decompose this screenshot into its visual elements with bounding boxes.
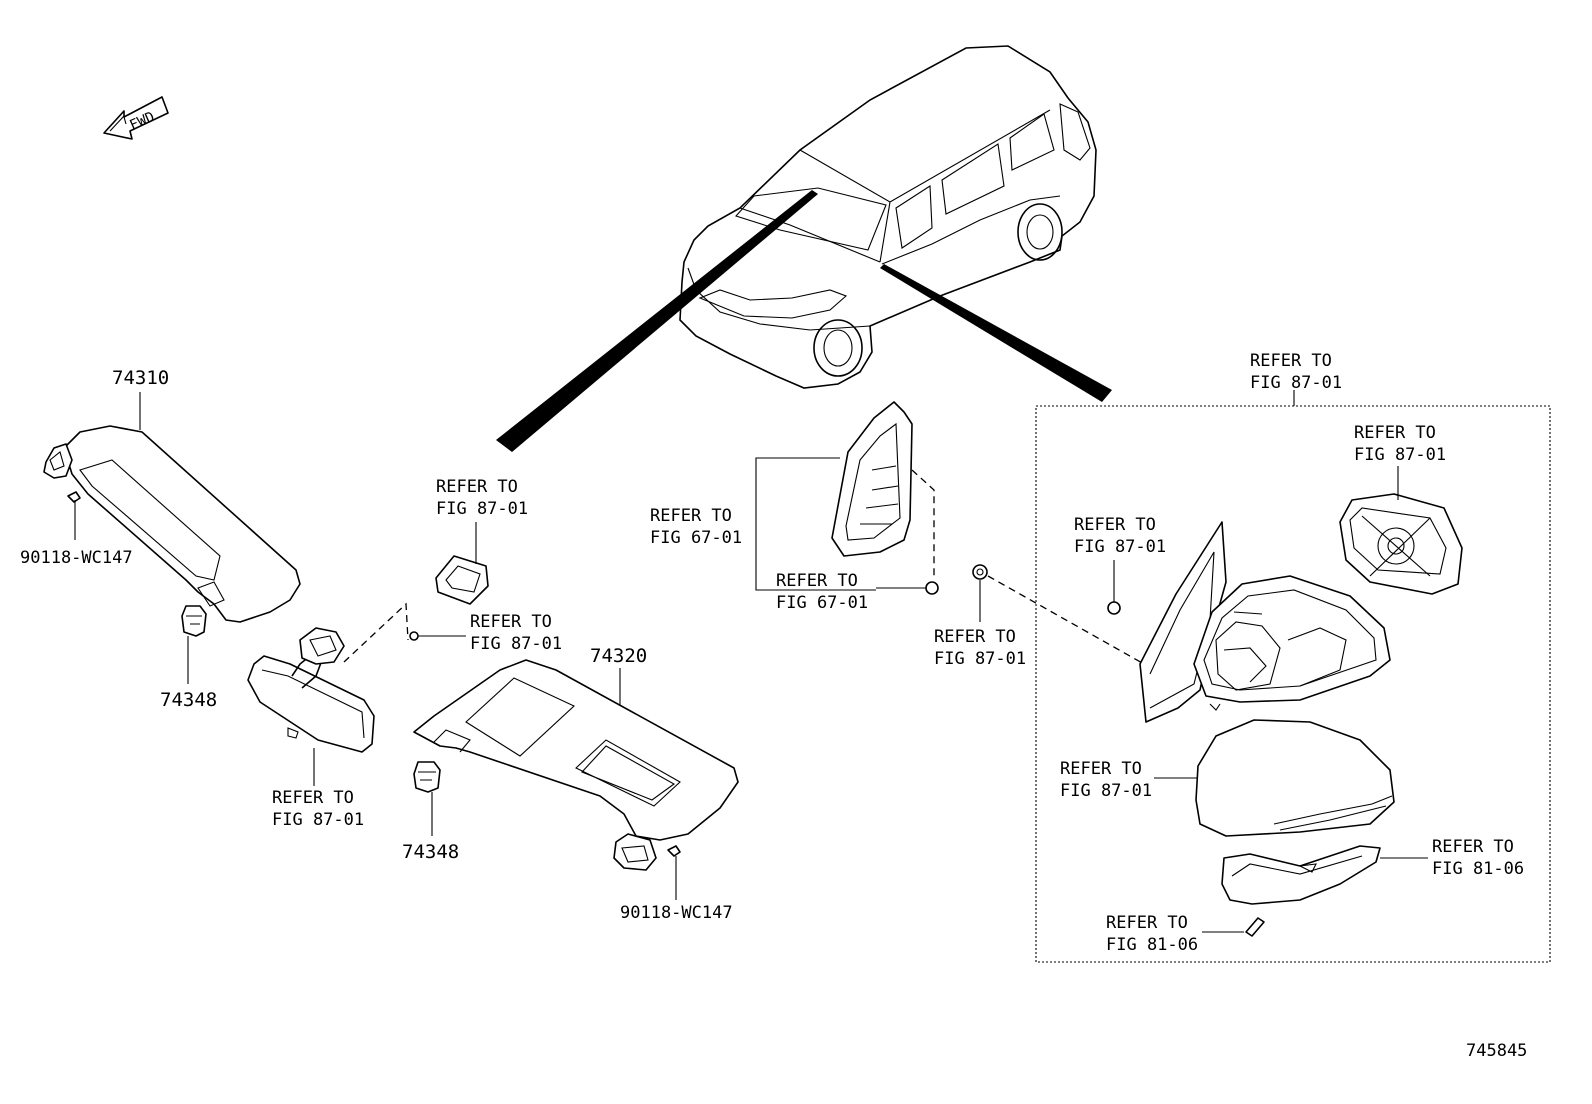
label-ref-box-top-2: FIG 87-01: [1250, 373, 1342, 393]
label-ref-screw-2: FIG 87-01: [470, 634, 562, 654]
outer-mirror-housing: [1139, 521, 1391, 723]
label-90118-right: 90118-WC147: [620, 903, 733, 923]
label-ref-mirror-inner-1: REFER TO: [272, 788, 354, 808]
outer-mirror-box: [1035, 405, 1551, 963]
label-ref-6701-a-1: REFER TO: [650, 506, 732, 526]
screw-small: [409, 631, 466, 641]
dashed-leader-mirror-mount: [343, 602, 409, 663]
garnish-clip: [876, 581, 939, 595]
label-ref-cover-1: REFER TO: [1060, 759, 1142, 779]
label-74348-left: 74348: [160, 689, 217, 711]
bracket-6701: [755, 457, 876, 591]
figure-number: 745845: [1466, 1041, 1527, 1061]
label-ref-glass-2: FIG 87-01: [1354, 445, 1446, 465]
label-ref-6701-a-2: FIG 67-01: [650, 528, 742, 548]
label-ref-nut-2: FIG 87-01: [934, 649, 1026, 669]
sun-visor-right: [413, 659, 739, 871]
turn-signal-lamp: [1221, 845, 1381, 905]
mirror-cover: [1195, 719, 1395, 837]
label-74348-right: 74348: [402, 841, 459, 863]
label-ref-box-screw-1: REFER TO: [1074, 515, 1156, 535]
label-ref-box-screw-2: FIG 87-01: [1074, 537, 1166, 557]
visor-clip-right: [413, 761, 441, 793]
label-ref-6701-b-1: REFER TO: [776, 571, 858, 591]
label-90118-left: 90118-WC147: [20, 548, 133, 568]
label-ref-6701-b-2: FIG 67-01: [776, 593, 868, 613]
label-ref-cover-2: FIG 87-01: [1060, 781, 1152, 801]
fwd-arrow-icon: FWD: [103, 96, 169, 140]
label-ref-overhead-1: REFER TO: [436, 477, 518, 497]
overhead-bracket: [435, 555, 489, 605]
label-ref-mirror-inner-2: FIG 87-01: [272, 810, 364, 830]
visor-clip-left: [181, 605, 207, 637]
inner-rear-view-mirror: [247, 627, 375, 753]
label-ref-lamp-1: REFER TO: [1432, 837, 1514, 857]
door-garnish: [831, 401, 913, 557]
label-ref-screw-1: REFER TO: [470, 612, 552, 632]
mirror-glass: [1339, 493, 1463, 595]
label-ref-overhead-2: FIG 87-01: [436, 499, 528, 519]
label-ref-lamp-screw-2: FIG 81-06: [1106, 935, 1198, 955]
dashed-leader-nut: [987, 575, 1145, 665]
nut: [972, 564, 988, 622]
callout-wedge-mirror: [880, 264, 1112, 402]
label-ref-lamp-screw-1: REFER TO: [1106, 913, 1188, 933]
label-ref-box-top-1: REFER TO: [1250, 351, 1332, 371]
dashed-leader-garnish: [911, 469, 935, 580]
label-74320: 74320: [590, 645, 647, 667]
label-ref-nut-1: REFER TO: [934, 627, 1016, 647]
vehicle-outline: [679, 45, 1097, 389]
label-ref-lamp-2: FIG 81-06: [1432, 859, 1524, 879]
callout-wedge-visor: [496, 190, 818, 452]
box-screw: [1107, 560, 1121, 615]
sun-visor-left: [43, 425, 301, 623]
lamp-screw: [1202, 917, 1265, 937]
label-74310: 74310: [112, 367, 169, 389]
label-ref-glass-1: REFER TO: [1354, 423, 1436, 443]
